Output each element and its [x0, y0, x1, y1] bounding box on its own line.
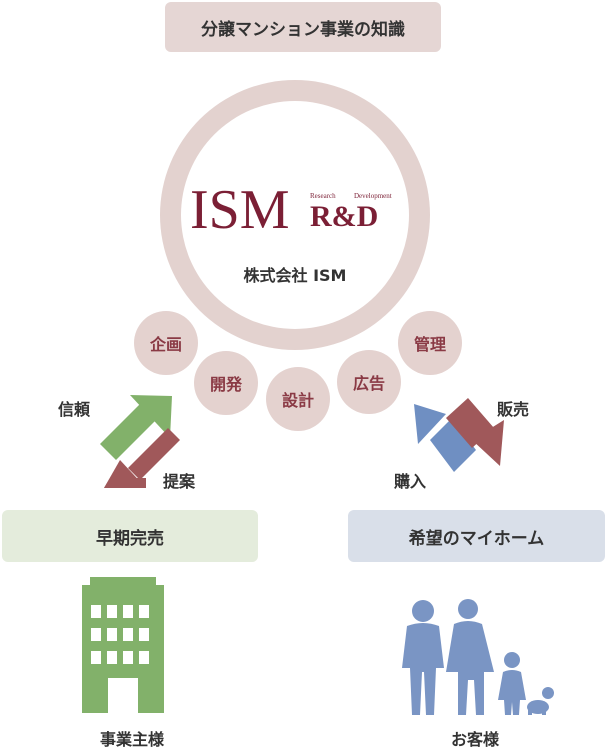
- logo-research: Research: [310, 192, 336, 200]
- logo-main: ISM: [190, 179, 290, 241]
- logo-development: Development: [354, 192, 392, 200]
- dog-icon: [527, 687, 554, 715]
- trust-arrow-body: [100, 404, 156, 460]
- function-advertising: 広告: [337, 350, 401, 414]
- early-sellout-pill: 早期完売: [2, 510, 258, 562]
- dream-home-pill: 希望のマイホーム: [348, 510, 605, 562]
- function-planning: 企画: [134, 311, 198, 375]
- proposal-arrow-body: [128, 428, 180, 480]
- purchase-arrow-head: [414, 404, 446, 444]
- customer-label: お客様: [450, 730, 499, 749]
- header-title: 分譲マンション事業の知識: [165, 2, 441, 52]
- trust-arrow-head: [130, 395, 172, 438]
- logo-sub: R&D: [310, 200, 378, 233]
- sales-label: 販売: [497, 400, 530, 419]
- proposal-label: 提案: [163, 472, 196, 491]
- function-development: 開発: [194, 351, 258, 415]
- company-logo: ISM Research Development R&D: [190, 179, 392, 241]
- sales-arrow-head: [472, 420, 504, 466]
- purchase-label: 購入: [394, 472, 427, 491]
- trust-label: 信頼: [58, 400, 91, 419]
- proposal-arrow-base: [104, 478, 146, 488]
- developer-label: 事業主様: [99, 730, 164, 749]
- company-name: 株式会社 ISM: [243, 266, 347, 285]
- function-management: 管理: [398, 311, 462, 375]
- function-design: 設計: [266, 367, 330, 431]
- company-circle-inner: [181, 101, 409, 329]
- purchase-arrow-body: [430, 418, 476, 472]
